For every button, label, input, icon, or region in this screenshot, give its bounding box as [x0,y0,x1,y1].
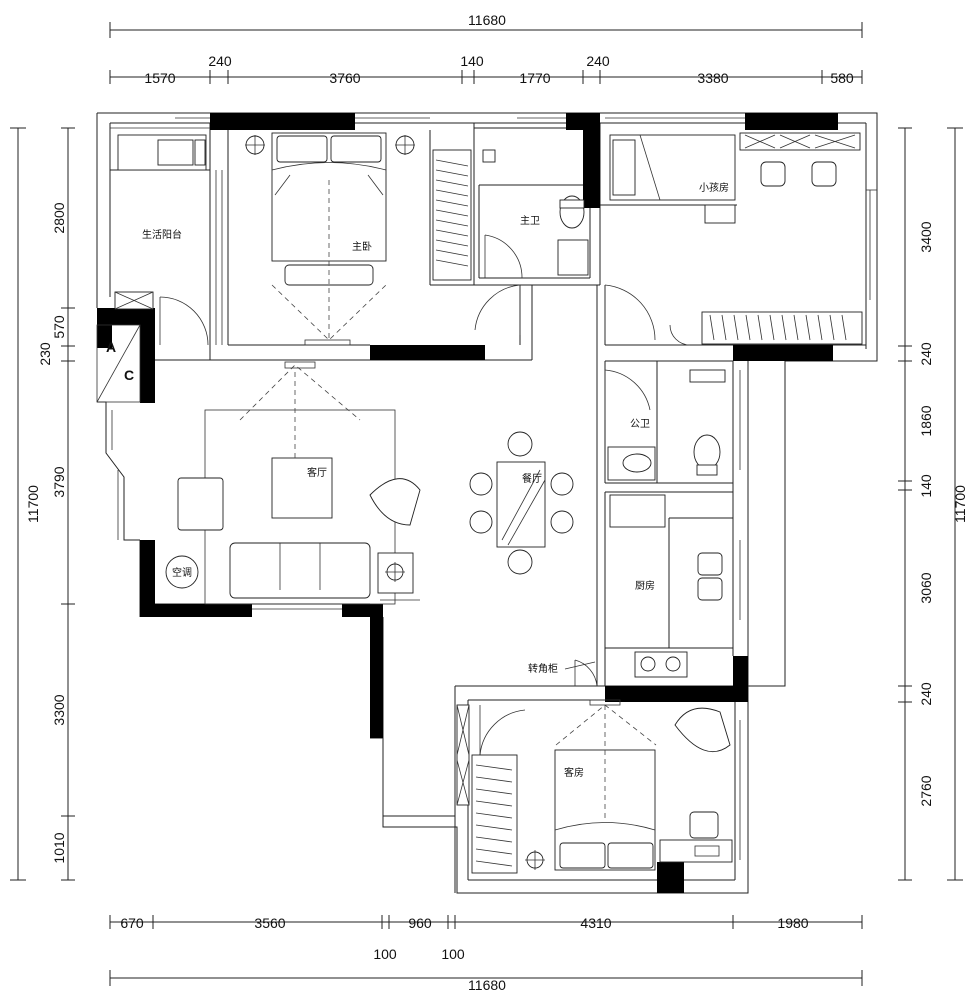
dim-left-total: 11700 [25,485,41,523]
label-utility-balcony: 生活阳台 [142,228,182,241]
ac-unit: A C [96,324,141,403]
dim-right-6: 240 [918,682,934,706]
dim-bottom-small-1: 100 [373,946,397,962]
windows [110,117,877,860]
dim-top-6: 240 [586,53,610,69]
label-dining-room: 餐厅 [522,472,542,485]
dim-top-1: 1570 [144,70,175,86]
dim-bottom-5: 1980 [777,915,808,931]
dim-bottom-1: 670 [120,915,144,931]
label-master-bedroom: 主卧 [352,240,372,253]
room-labels: 生活阳台 主卧 主卫 小孩房 客厅 餐厅 公卫 厨房 客房 转角柜 空调 [142,181,729,779]
label-air-conditioner: 空调 [172,566,192,579]
dim-left-2: 570 [51,315,67,339]
label-kids-room: 小孩房 [699,181,729,194]
dim-left-1: 2800 [51,202,67,233]
dim-left-3: 230 [37,342,53,366]
solid-walls [97,113,838,893]
label-guest-room: 客房 [564,766,584,779]
dim-top-2: 240 [208,53,232,69]
dim-bottom-4: 4310 [580,915,611,931]
dim-bottom-total: 11680 [468,977,506,993]
dim-right-4: 140 [918,474,934,498]
dim-left-6: 1010 [51,832,67,863]
dim-right-5: 3060 [918,572,934,603]
dim-right-7: 2760 [918,775,934,806]
dimension-lines [10,22,963,986]
dim-left-4: 3790 [51,466,67,497]
ac-letter-c: C [124,367,134,383]
ac-letter-a: A [106,339,116,355]
furniture [114,132,863,874]
dim-top-5: 1770 [519,70,550,86]
dim-bottom-2: 3560 [254,915,285,931]
dim-top-8: 580 [830,70,854,86]
dim-right-3: 1860 [918,405,934,436]
dim-right-2: 240 [918,342,934,366]
dim-bottom-small-2: 100 [441,946,465,962]
dim-top-total: 11680 [468,12,506,28]
label-public-bath: 公卫 [630,419,650,430]
dim-bottom-3: 960 [408,915,432,931]
dim-right-1: 3400 [918,221,934,252]
doors [159,234,691,756]
label-master-bath: 主卫 [520,215,540,227]
dim-right-total: 11700 [952,485,968,523]
label-kitchen: 厨房 [635,579,655,592]
dim-left-5: 3300 [51,694,67,725]
dim-top-4: 140 [460,53,484,69]
dimension-labels: 11680 1570 240 3760 140 1770 240 3380 58… [25,12,968,993]
label-living-room: 客厅 [307,466,327,479]
dim-top-7: 3380 [697,70,728,86]
dim-top-3: 3760 [329,70,360,86]
label-corner-cabinet: 转角柜 [528,662,558,675]
